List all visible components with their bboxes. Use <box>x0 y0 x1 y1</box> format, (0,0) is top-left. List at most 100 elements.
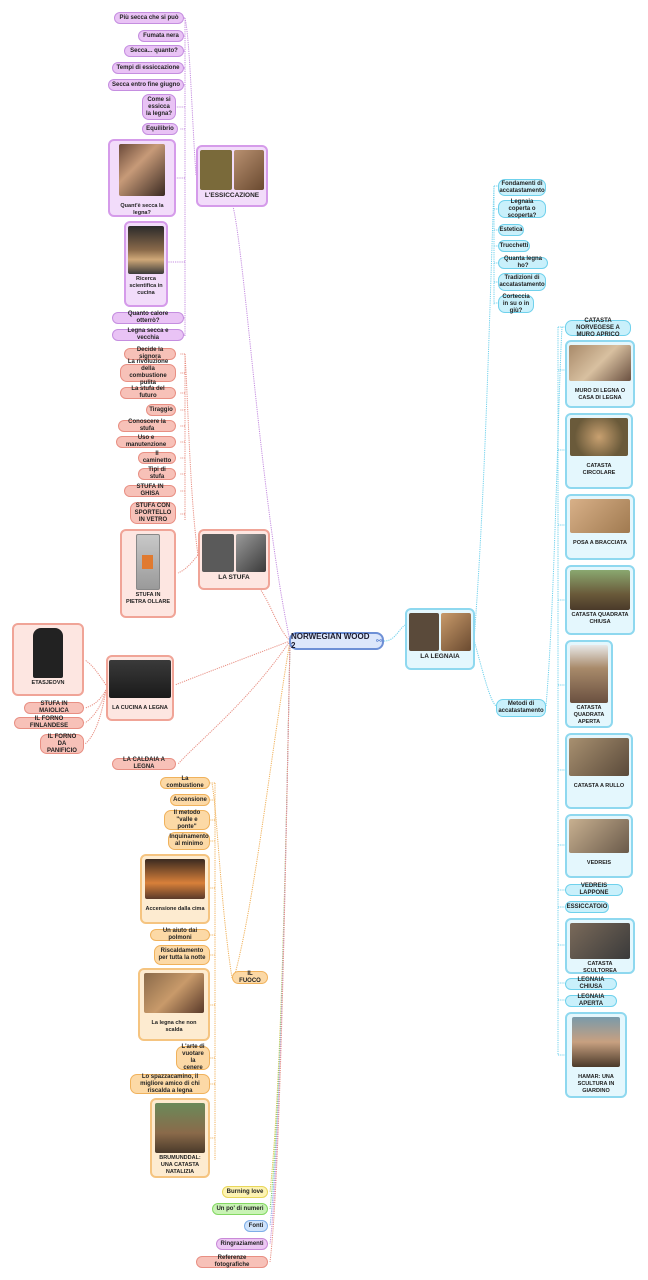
topic-stufa-item[interactable]: STUFA IN MAIOLICA <box>24 701 84 714</box>
wood-photo <box>144 973 204 1013</box>
card-essiccazione-1[interactable]: Quant'è secca la legna? <box>108 139 176 217</box>
topic-essiccazione-item[interactable]: Come si essicca la legna? <box>142 94 176 120</box>
topic-legnaia-item[interactable]: Corteccia in su o in giù? <box>498 294 534 314</box>
card-fuoco-2[interactable]: La legna che non scalda <box>138 968 210 1041</box>
topic-fuoco-item[interactable]: Lo spazzacamino, il migliore amico di ch… <box>130 1074 210 1094</box>
caption-line <box>599 777 600 781</box>
topic-essiccazione[interactable]: L'ESSICCAZIONE <box>196 145 268 207</box>
topic-legnaia-item[interactable]: Legnaia coperta o scoperta? <box>498 199 546 219</box>
stove-photo <box>236 534 266 572</box>
topic-burning-love[interactable]: Burning love <box>222 1186 268 1198</box>
card-fuoco-3[interactable]: BRUMUNDDAL: UNA CATASTA NATALIZIA <box>150 1098 210 1178</box>
topic-essiccazione-item[interactable]: Fumata nera <box>138 30 184 42</box>
woodpile-photo <box>155 1103 205 1153</box>
topic-fuoco-item[interactable]: La combustione <box>160 776 210 789</box>
card-label: HAMAR: UNA SCULTURA IN GIARDINO <box>577 1074 615 1094</box>
topic-essiccazione-item[interactable]: Tempi di essiccazione <box>112 62 184 74</box>
book-cover-image <box>202 534 234 572</box>
card-etasjeovn[interactable]: ETASJEOVN <box>12 623 84 696</box>
card-label: CATASTA QUADRATA APERTA <box>573 705 605 725</box>
method-card[interactable]: HAMAR: UNA SCULTURA IN GIARDINO <box>565 1012 627 1098</box>
method-card[interactable]: CATASTA CIRCOLARE <box>565 413 633 489</box>
card-stufa-ollare[interactable]: STUFA IN PIETRA OLLARE <box>120 529 176 618</box>
portrait-photo <box>572 1017 620 1067</box>
method-card[interactable]: MURO DI LEGNA O CASA DI LEGNA <box>565 340 635 408</box>
card-label: CATASTA SCULTOREA <box>583 961 617 974</box>
topic-stufa-item[interactable]: La rivoluzione della combustione pulita <box>120 359 176 386</box>
card-fuoco-1[interactable]: Accensione dalla cima <box>140 854 210 924</box>
book-cover-image <box>200 150 232 190</box>
card-label: La legna che non scalda <box>151 1020 197 1033</box>
card-essiccazione-2[interactable]: Ricerca scientifica in cucina <box>124 221 168 307</box>
method-item[interactable]: LEGNAIA APERTA <box>565 994 617 1007</box>
topic-fuoco-item[interactable]: Riscaldamento per tutta la notte <box>154 945 210 965</box>
topic-legnaia-item[interactable]: Estetica <box>498 224 524 236</box>
woodpile-photo <box>570 923 630 959</box>
root-topic[interactable]: NORWEGIAN WOOD 2⚯ <box>289 632 384 650</box>
card-cucina-legna[interactable]: LA CUCINA A LEGNA <box>106 655 174 721</box>
topic-legnaia[interactable]: LA LEGNAIA <box>405 608 475 670</box>
method-card[interactable]: CATASTA SCULTOREA <box>565 918 635 974</box>
method-item[interactable]: CATASTA NORVEGESE A MURO APRICO <box>565 318 631 338</box>
link-icon: ⚯ <box>376 638 382 645</box>
caption-line <box>599 457 600 461</box>
topic-essiccazione-item[interactable]: Quanto calore otterrò? <box>112 311 184 324</box>
topic-stufa-item[interactable]: Tiraggio <box>146 404 176 416</box>
method-card[interactable]: CATASTA QUADRATA APERTA <box>565 640 613 728</box>
topic-stufa-item[interactable]: STUFA CON SPORTELLO IN VETRO <box>130 502 176 524</box>
method-item[interactable]: ESSICCATOIO <box>565 901 609 913</box>
topic-legnaia-item[interactable]: Quanta legna ho? <box>498 256 548 269</box>
method-card[interactable]: CATASTA A RULLO <box>565 733 633 809</box>
topic-referenze[interactable]: Referenze fotografiche <box>196 1255 268 1268</box>
method-card[interactable]: VEDREIS <box>565 814 633 878</box>
topic-fuoco-item[interactable]: Un aiuto dai polmoni <box>150 928 210 941</box>
topic-numeri[interactable]: Un po' di numeri <box>212 1203 268 1215</box>
fire-photo <box>145 859 205 899</box>
topic-ringraziamenti[interactable]: Ringraziamenti <box>216 1238 268 1250</box>
method-card[interactable]: CATASTA QUADRATA CHIUSA <box>565 565 635 635</box>
topic-stufa-item[interactable]: Il caminetto <box>138 451 176 464</box>
topic-fuoco-item[interactable]: Inquinamento al minimo <box>168 832 210 850</box>
topic-essiccazione-item[interactable]: Secca... quanto? <box>124 45 184 57</box>
topic-stufa[interactable]: LA STUFA <box>198 529 270 590</box>
topic-stufa-item[interactable]: Uso e manutenzione <box>116 435 176 448</box>
caption-line <box>596 1068 597 1072</box>
topic-fuoco-item[interactable]: Il metodo "valle e ponte" <box>164 810 210 830</box>
method-item[interactable]: LEGNAIA CHIUSA <box>565 977 617 990</box>
topic-fuoco-item[interactable]: Accensione <box>170 794 210 806</box>
topic-stufa-item[interactable]: Decide la signora <box>124 347 176 360</box>
fire-window <box>142 555 153 569</box>
topic-essiccazione-item[interactable]: Più secca che si può <box>114 12 184 24</box>
topic-fuoco-item[interactable]: L'arte di vuotare la cenere <box>176 1044 210 1071</box>
topic-legnaia-item[interactable]: Trucchetti <box>498 240 530 252</box>
card-label: CATASTA QUADRATA CHIUSA <box>571 612 629 625</box>
topic-metodi[interactable]: Metodi di accatastamento <box>496 699 546 717</box>
topic-stufa-item[interactable]: Tipi di stufa <box>138 467 176 480</box>
topic-stufa-item[interactable]: STUFA IN GHISA <box>124 484 176 497</box>
topic-fuoco[interactable]: IL FUOCO <box>232 971 268 984</box>
topic-title: L'ESSICCAZIONE <box>204 192 260 199</box>
caption-line <box>174 1014 175 1018</box>
method-card[interactable]: POSA A BRACCIATA <box>565 494 635 560</box>
woodpile-photo <box>569 345 631 381</box>
topic-stufa-item[interactable]: IL FORNO DA PANIFICIO <box>40 734 84 754</box>
topic-legnaia-item[interactable]: Fondamenti di accatastamento <box>498 179 546 196</box>
method-item[interactable]: VEDREIS LAPPONE <box>565 883 623 896</box>
photo-placeholder <box>128 226 164 274</box>
card-label: VEDREIS <box>586 860 612 866</box>
topic-legnaia-item[interactable]: Tradizioni di accatastamento <box>498 273 546 291</box>
woodpile-photo <box>570 570 630 610</box>
caption-line <box>142 197 143 201</box>
topic-stufa-item[interactable]: LA CALDAIA A LEGNA <box>112 757 176 770</box>
card-label: MURO DI LEGNA O CASA DI LEGNA <box>574 388 626 401</box>
card-label: STUFA IN PIETRA OLLARE <box>125 592 171 605</box>
topic-stufa-item[interactable]: Conoscere la stufa <box>118 419 176 432</box>
card-label: Ricerca scientifica in cucina <box>129 276 163 296</box>
topic-stufa-item[interactable]: La stufa del futuro <box>120 386 176 399</box>
topic-stufa-item[interactable]: IL FORNO FINLANDESE <box>14 716 84 729</box>
stove-image <box>136 534 160 590</box>
topic-fonti[interactable]: Fonti <box>244 1220 268 1232</box>
topic-essiccazione-item[interactable]: Secca entro fine giugno <box>108 79 184 91</box>
topic-essiccazione-item[interactable]: Equilibrio <box>142 123 178 135</box>
topic-essiccazione-item[interactable]: Legna secca e vecchia <box>112 328 184 341</box>
